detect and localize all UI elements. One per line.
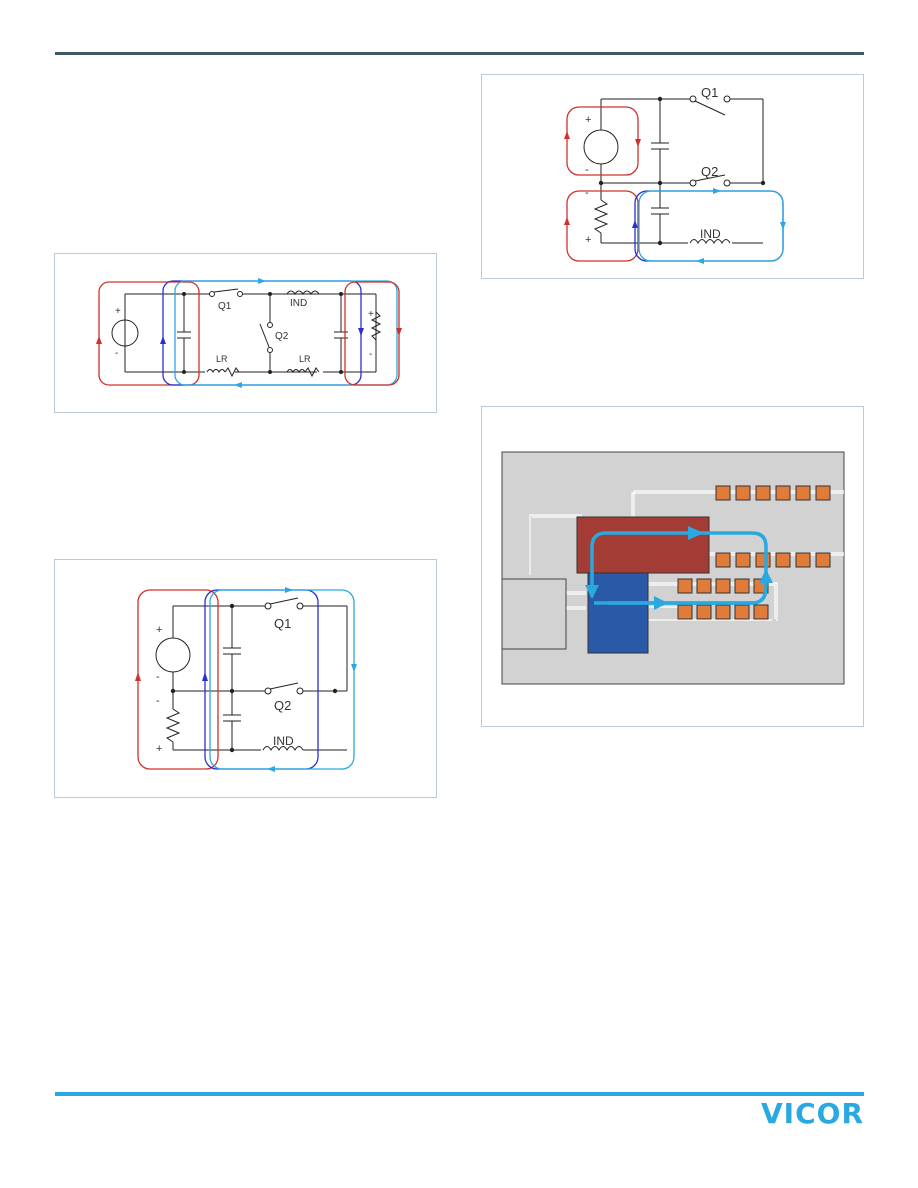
footer-rule <box>55 1092 864 1096</box>
label-q2: Q2 <box>275 331 289 342</box>
circuit-diagram-2: + - - + Q1 Q2 IND <box>135 587 357 772</box>
label-q1: Q1 <box>218 301 232 312</box>
inductor-block <box>576 516 710 574</box>
label-minus-load: - <box>585 187 589 199</box>
label-lr-right: LR <box>299 354 311 364</box>
label-ind: IND <box>273 734 294 748</box>
capacitor-array <box>677 485 831 620</box>
circuit-diagram-3: + - - + Q1 Q2 IND <box>564 85 786 264</box>
figure-pcb-layout <box>481 406 864 727</box>
figure-buck-loops-lr: + - Q1 Q2 IND LR LR + - <box>54 253 437 413</box>
label-plus-source: + <box>585 114 591 126</box>
label-q1: Q1 <box>701 85 718 100</box>
label-q1: Q1 <box>274 616 291 631</box>
label-plus-source: + <box>115 306 121 317</box>
label-lr-left: LR <box>216 354 228 364</box>
label-plus-load: + <box>585 234 591 246</box>
vicor-logo: VICOR <box>761 1097 864 1130</box>
label-minus-source: - <box>585 164 589 176</box>
label-ind: IND <box>290 298 307 309</box>
label-plus-load: + <box>156 743 162 755</box>
header-rule <box>55 52 864 55</box>
label-plus-source: + <box>156 624 162 636</box>
label-ind: IND <box>700 227 721 241</box>
label-plus-load: + <box>368 309 374 320</box>
label-q2: Q2 <box>701 164 718 179</box>
label-minus-source: - <box>156 671 160 683</box>
label-minus-load: - <box>369 349 372 360</box>
figure-switch-loops-alt: + - - + Q1 Q2 IND <box>481 74 864 279</box>
pcb-layout-drawing <box>501 451 845 685</box>
circuit-diagram-1: + - Q1 Q2 IND LR LR + - <box>96 278 402 388</box>
label-minus-source: - <box>115 348 118 359</box>
label-q2: Q2 <box>274 698 291 713</box>
figure-switch-loops: + - - + Q1 Q2 IND <box>54 559 437 798</box>
label-minus-load: - <box>156 695 160 707</box>
